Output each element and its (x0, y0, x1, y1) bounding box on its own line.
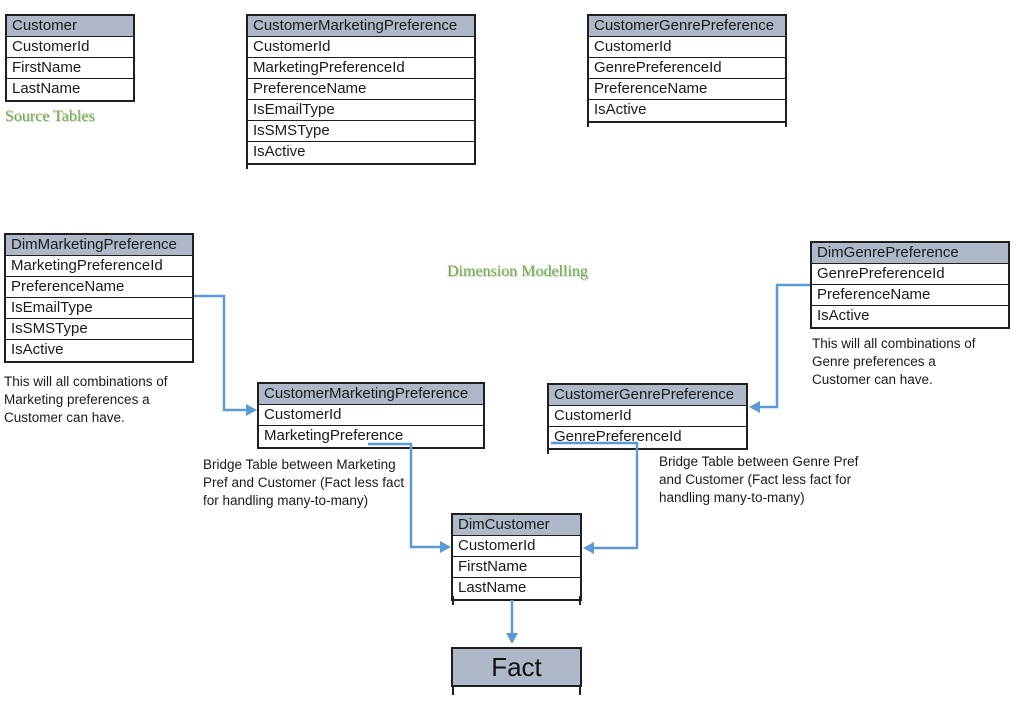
table-dim-customer: DimCustomer CustomerId FirstName LastNam… (451, 513, 582, 601)
dimension-modelling-label: Dimension Modelling (447, 263, 588, 280)
note-marketing-combinations: This will all combinations of Marketing … (4, 374, 168, 425)
table-bridge-customer-marketing-preference: CustomerMarketingPreference CustomerId M… (257, 382, 485, 449)
arrowhead-left-icon (583, 542, 594, 554)
table-dim-genre-preference: DimGenrePreference GenrePreferenceId Pre… (810, 241, 1010, 329)
table-row: PreferenceName (812, 285, 1008, 306)
table-row: IsActive (812, 306, 1008, 327)
table-row: CustomerId (589, 37, 785, 58)
table-row: IsSMSType (6, 319, 192, 340)
arrowhead-right-icon (246, 404, 257, 416)
table-row: GenrePreferenceId (549, 427, 746, 448)
note-bridge-marketing: Bridge Table between Marketing Pref and … (203, 457, 405, 508)
table-row: FirstName (453, 557, 580, 578)
table-row: CustomerId (549, 406, 746, 427)
table-header: DimGenrePreference (812, 243, 1008, 264)
table-header: CustomerGenrePreference (589, 16, 785, 37)
table-row: IsEmailType (248, 100, 474, 121)
table-row: GenrePreferenceId (812, 264, 1008, 285)
connector-dim-customer-to-fact (506, 600, 518, 644)
table-row: PreferenceName (248, 79, 474, 100)
gridline-stub (246, 160, 248, 169)
table-row: GenrePreferenceId (589, 58, 785, 79)
table-row: PreferenceName (6, 277, 192, 298)
gridline-stub (547, 445, 549, 454)
gridline-stub (587, 118, 589, 127)
gridline-stub (452, 596, 454, 605)
arrowhead-right-icon (440, 541, 451, 553)
table-header: CustomerMarketingPreference (259, 384, 483, 405)
table-row: CustomerId (248, 37, 474, 58)
table-row: IsActive (589, 100, 785, 121)
connector-dim-genre-to-bridge (749, 283, 810, 413)
table-header: DimCustomer (453, 515, 580, 536)
note-genre-combinations: This will all combinations of Genre pref… (812, 336, 976, 387)
table-row: CustomerId (453, 536, 580, 557)
gridline-stub (579, 686, 581, 695)
table-row: PreferenceName (589, 79, 785, 100)
gridline-stub (452, 686, 454, 695)
note-bridge-genre: Bridge Table between Genre Pref and Cust… (659, 454, 859, 505)
table-dim-marketing-preference: DimMarketingPreference MarketingPreferen… (4, 233, 194, 363)
table-customer-marketing-preference-source: CustomerMarketingPreference CustomerId M… (246, 14, 476, 165)
table-header: CustomerGenrePreference (549, 385, 746, 406)
table-row: CustomerId (7, 37, 133, 58)
table-header: CustomerMarketingPreference (248, 16, 474, 37)
table-row: MarketingPreferenceId (6, 256, 192, 277)
table-customer-source: Customer CustomerId FirstName LastName (5, 14, 135, 102)
arrowhead-left-icon (749, 401, 760, 413)
table-bridge-customer-genre-preference: CustomerGenrePreference CustomerId Genre… (547, 383, 748, 450)
table-header: Customer (7, 16, 133, 37)
table-row: LastName (7, 79, 133, 100)
table-row: MarketingPreferenceId (248, 58, 474, 79)
table-row: MarketingPreference (259, 426, 483, 447)
source-tables-label: Source Tables (5, 108, 95, 125)
table-row: LastName (453, 578, 580, 599)
table-row: IsActive (6, 340, 192, 361)
table-row: IsEmailType (6, 298, 192, 319)
gridline-stub (579, 596, 581, 605)
arrowhead-down-icon (506, 633, 518, 644)
table-row: CustomerId (259, 405, 483, 426)
table-customer-genre-preference-source: CustomerGenrePreference CustomerId Genre… (587, 14, 787, 123)
table-row: FirstName (7, 58, 133, 79)
gridline-stub (785, 118, 787, 127)
table-row: IsSMSType (248, 121, 474, 142)
table-row: IsActive (248, 142, 474, 163)
table-header: DimMarketingPreference (6, 235, 192, 256)
fact-box: Fact (451, 647, 582, 687)
